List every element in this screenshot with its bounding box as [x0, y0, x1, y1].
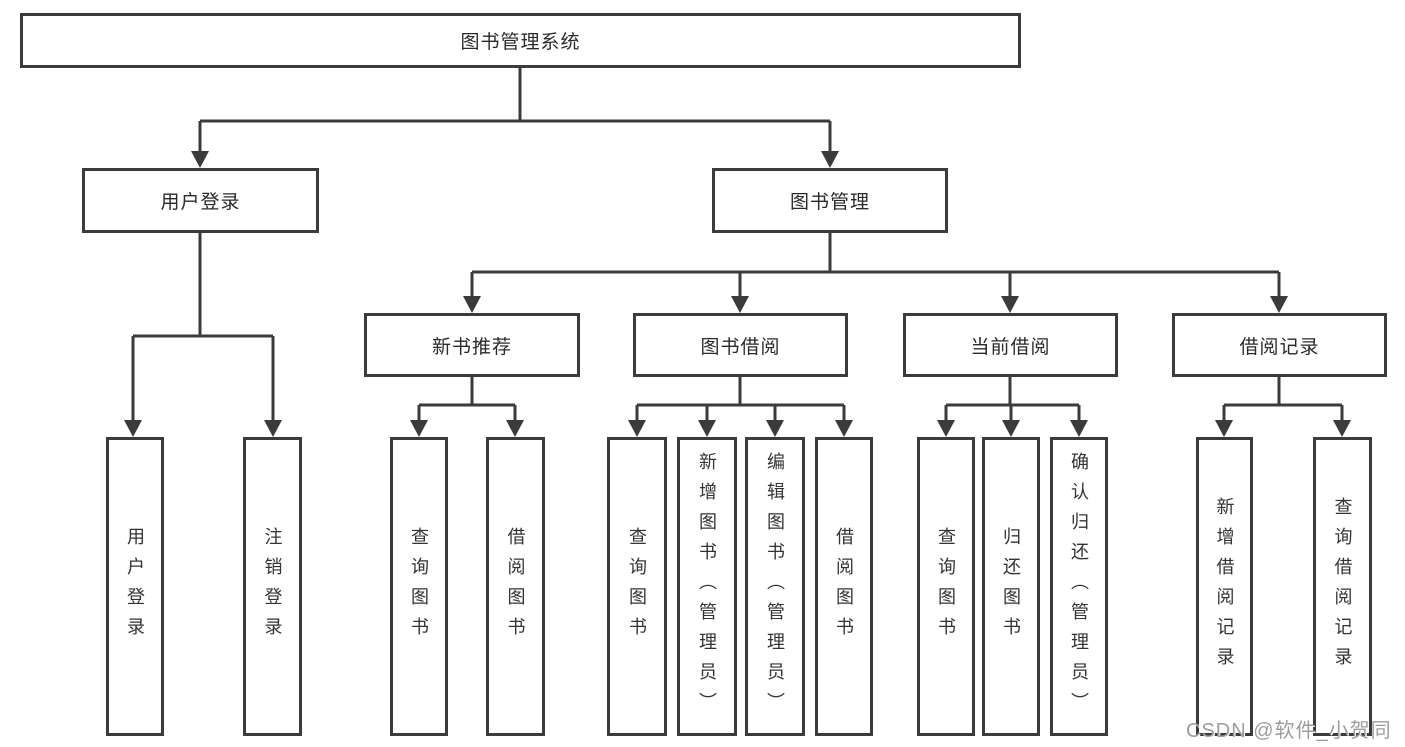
leaf-label: 确认归还（管理员）	[1069, 451, 1089, 722]
arrowhead-icon	[835, 420, 853, 437]
connector-new-book-children	[410, 377, 524, 437]
leaf-confirm-return-admin: 确认归还（管理员）	[1050, 437, 1108, 736]
leaf-logout: 注销登录	[243, 437, 302, 736]
arrowhead-icon	[264, 420, 282, 437]
leaf-query-books: 查询图书	[390, 437, 448, 736]
connector-borrow-records-children	[1215, 377, 1351, 437]
arrowhead-icon	[1002, 420, 1020, 437]
leaf-return-books: 归还图书	[982, 437, 1040, 736]
leaf-label: 查询图书	[409, 526, 429, 647]
arrowhead-icon	[410, 420, 428, 437]
leaf-label: 新增图书（管理员）	[697, 451, 717, 722]
arrowhead-icon	[1070, 420, 1088, 437]
arrowhead-icon	[506, 420, 524, 437]
leaf-query-books: 查询图书	[917, 437, 975, 736]
leaf-add-borrow-record: 新增借阅记录	[1196, 437, 1253, 736]
leaf-label: 新增借阅记录	[1214, 496, 1235, 677]
node-root: 图书管理系统	[20, 13, 1021, 68]
arrowhead-icon	[698, 420, 716, 437]
leaf-borrow-books: 借阅图书	[815, 437, 873, 736]
leaf-add-books-admin: 新增图书（管理员）	[677, 437, 737, 736]
arrowhead-icon	[1001, 296, 1019, 313]
arrowhead-icon	[1270, 296, 1288, 313]
leaf-edit-books-admin: 编辑图书（管理员）	[745, 437, 805, 736]
arrowhead-icon	[628, 420, 646, 437]
leaf-label: 查询图书	[936, 526, 956, 647]
arrowhead-icon	[1215, 420, 1233, 437]
leaf-label: 查询图书	[627, 526, 647, 647]
leaf-label: 编辑图书（管理员）	[765, 451, 785, 722]
node-new-book-recommend: 新书推荐	[364, 313, 580, 377]
arrowhead-icon	[937, 420, 955, 437]
leaf-label: 注销登录	[262, 526, 283, 647]
leaf-label: 查询借阅记录	[1332, 496, 1353, 677]
node-book-management: 图书管理	[712, 168, 948, 233]
leaf-label: 归还图书	[1001, 526, 1021, 647]
leaf-label: 借阅图书	[834, 526, 854, 647]
connector-book-borrow-children	[628, 377, 853, 437]
arrowhead-icon	[821, 151, 839, 168]
arrowhead-icon	[191, 151, 209, 168]
leaf-query-books: 查询图书	[607, 437, 667, 736]
arrowhead-icon	[124, 420, 142, 437]
arrowhead-icon	[766, 420, 784, 437]
arrowhead-icon	[1333, 420, 1351, 437]
node-borrow-records: 借阅记录	[1172, 313, 1387, 377]
connector-user-login-children	[124, 233, 282, 437]
node-current-borrow: 当前借阅	[903, 313, 1118, 377]
node-user-login: 用户登录	[82, 168, 319, 233]
connector-current-borrow-children	[937, 377, 1088, 437]
leaf-label: 借阅图书	[505, 526, 526, 647]
leaf-user-login: 用户登录	[106, 437, 164, 736]
connector-book-management-children	[463, 233, 1288, 313]
connector-root-to-level2	[191, 68, 839, 168]
node-book-borrow: 图书借阅	[633, 313, 848, 377]
arrowhead-icon	[731, 296, 749, 313]
leaf-query-borrow-record: 查询借阅记录	[1313, 437, 1372, 736]
leaf-borrow-books: 借阅图书	[486, 437, 545, 736]
arrowhead-icon	[463, 296, 481, 313]
watermark: CSDN @软件_小贺同学	[1186, 720, 1392, 742]
leaf-label: 用户登录	[125, 526, 145, 647]
